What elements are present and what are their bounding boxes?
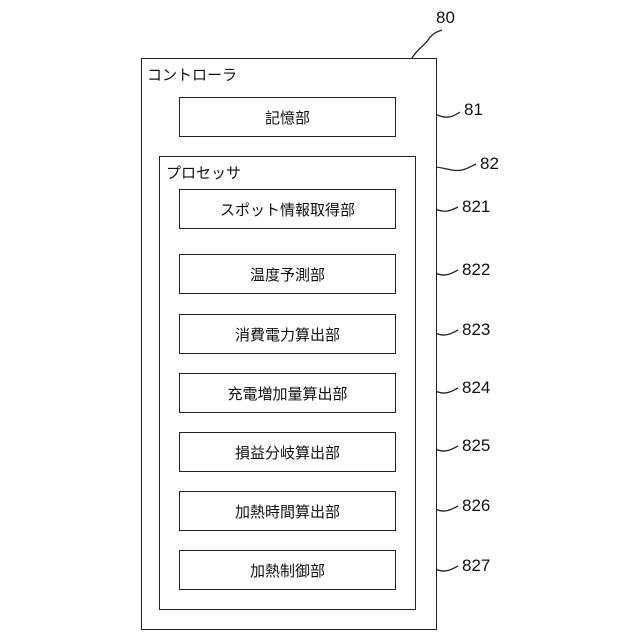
unit-label-825: 損益分岐算出部 <box>235 442 340 463</box>
leader-80 <box>412 30 442 58</box>
memory-label: 記憶部 <box>265 107 310 128</box>
unit-box-824: 充電増加量算出部 <box>179 373 396 413</box>
ref-823: 823 <box>462 320 490 340</box>
ref-80: 80 <box>436 8 455 28</box>
ref-824: 824 <box>462 378 490 398</box>
unit-box-823: 消費電力算出部 <box>179 314 396 354</box>
unit-label-821: スポット情報取得部 <box>220 199 355 220</box>
unit-box-826: 加熱時間算出部 <box>179 491 396 531</box>
processor-label: プロセッサ <box>166 162 241 183</box>
unit-label-826: 加熱時間算出部 <box>235 501 340 522</box>
unit-label-822: 温度予測部 <box>250 264 325 285</box>
unit-box-821: スポット情報取得部 <box>179 189 396 229</box>
unit-label-827: 加熱制御部 <box>250 560 325 581</box>
ref-821: 821 <box>462 197 490 217</box>
ref-822: 822 <box>462 260 490 280</box>
ref-82: 82 <box>480 154 499 174</box>
unit-box-827: 加熱制御部 <box>179 550 396 590</box>
unit-label-824: 充電増加量算出部 <box>227 383 347 404</box>
unit-box-822: 温度予測部 <box>179 254 396 294</box>
ref-826: 826 <box>462 496 490 516</box>
ref-825: 825 <box>462 436 490 456</box>
ref-827: 827 <box>462 556 490 576</box>
unit-box-825: 損益分岐算出部 <box>179 432 396 472</box>
controller-label: コントローラ <box>147 64 237 85</box>
unit-label-823: 消費電力算出部 <box>235 324 340 345</box>
ref-81: 81 <box>464 100 483 120</box>
memory-box: 記憶部 <box>179 97 396 137</box>
